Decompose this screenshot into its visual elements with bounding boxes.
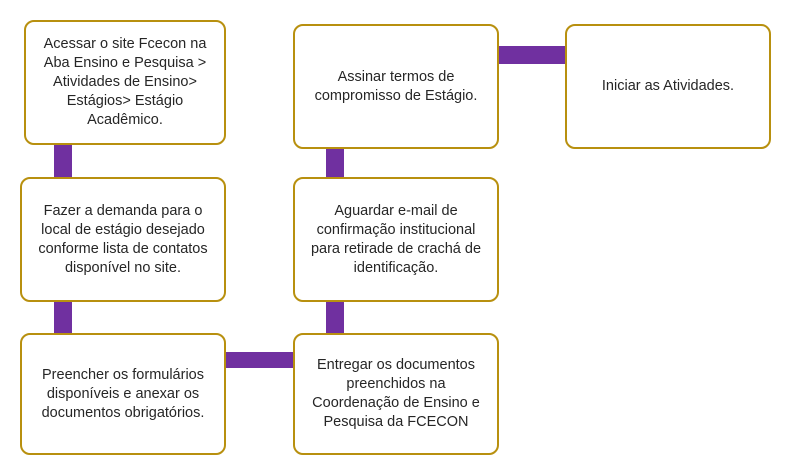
flow-step-access-site: Acessar o site Fcecon na Aba Ensino e Pe… [24, 20, 226, 145]
connector-step5-step6 [326, 146, 344, 182]
flow-step-start-activities: Iniciar as Atividades. [565, 24, 771, 149]
flow-step-label: Fazer a demanda para o local de estágio … [38, 202, 208, 276]
flow-step-label: Assinar termos de compromisso de Estágio… [314, 68, 478, 104]
flow-step-fill-forms: Preencher os formulários disponíveis e a… [20, 333, 226, 455]
connector-step3-step4 [224, 352, 296, 368]
connector-step2-step3 [54, 298, 72, 336]
flow-step-sign-terms: Assinar termos de compromisso de Estágio… [293, 24, 499, 149]
flow-step-label: Entregar os documentos preenchidos na Co… [312, 357, 480, 430]
flow-step-deliver-documents: Entregar os documentos preenchidos na Co… [293, 333, 499, 455]
connector-step1-step2 [54, 142, 72, 182]
flow-step-label: Acessar o site Fcecon na Aba Ensino e Pe… [43, 36, 207, 128]
flow-step-label: Aguardar e-mail de confirmação instituci… [310, 202, 482, 276]
connector-step4-step5 [326, 298, 344, 336]
flow-step-request-placement: Fazer a demanda para o local de estágio … [20, 177, 226, 302]
connector-step6-step7 [496, 46, 568, 64]
flow-step-label: Preencher os formulários disponíveis e a… [41, 366, 205, 421]
flow-step-await-email: Aguardar e-mail de confirmação instituci… [293, 177, 499, 302]
flow-step-label: Iniciar as Atividades. [601, 78, 735, 94]
